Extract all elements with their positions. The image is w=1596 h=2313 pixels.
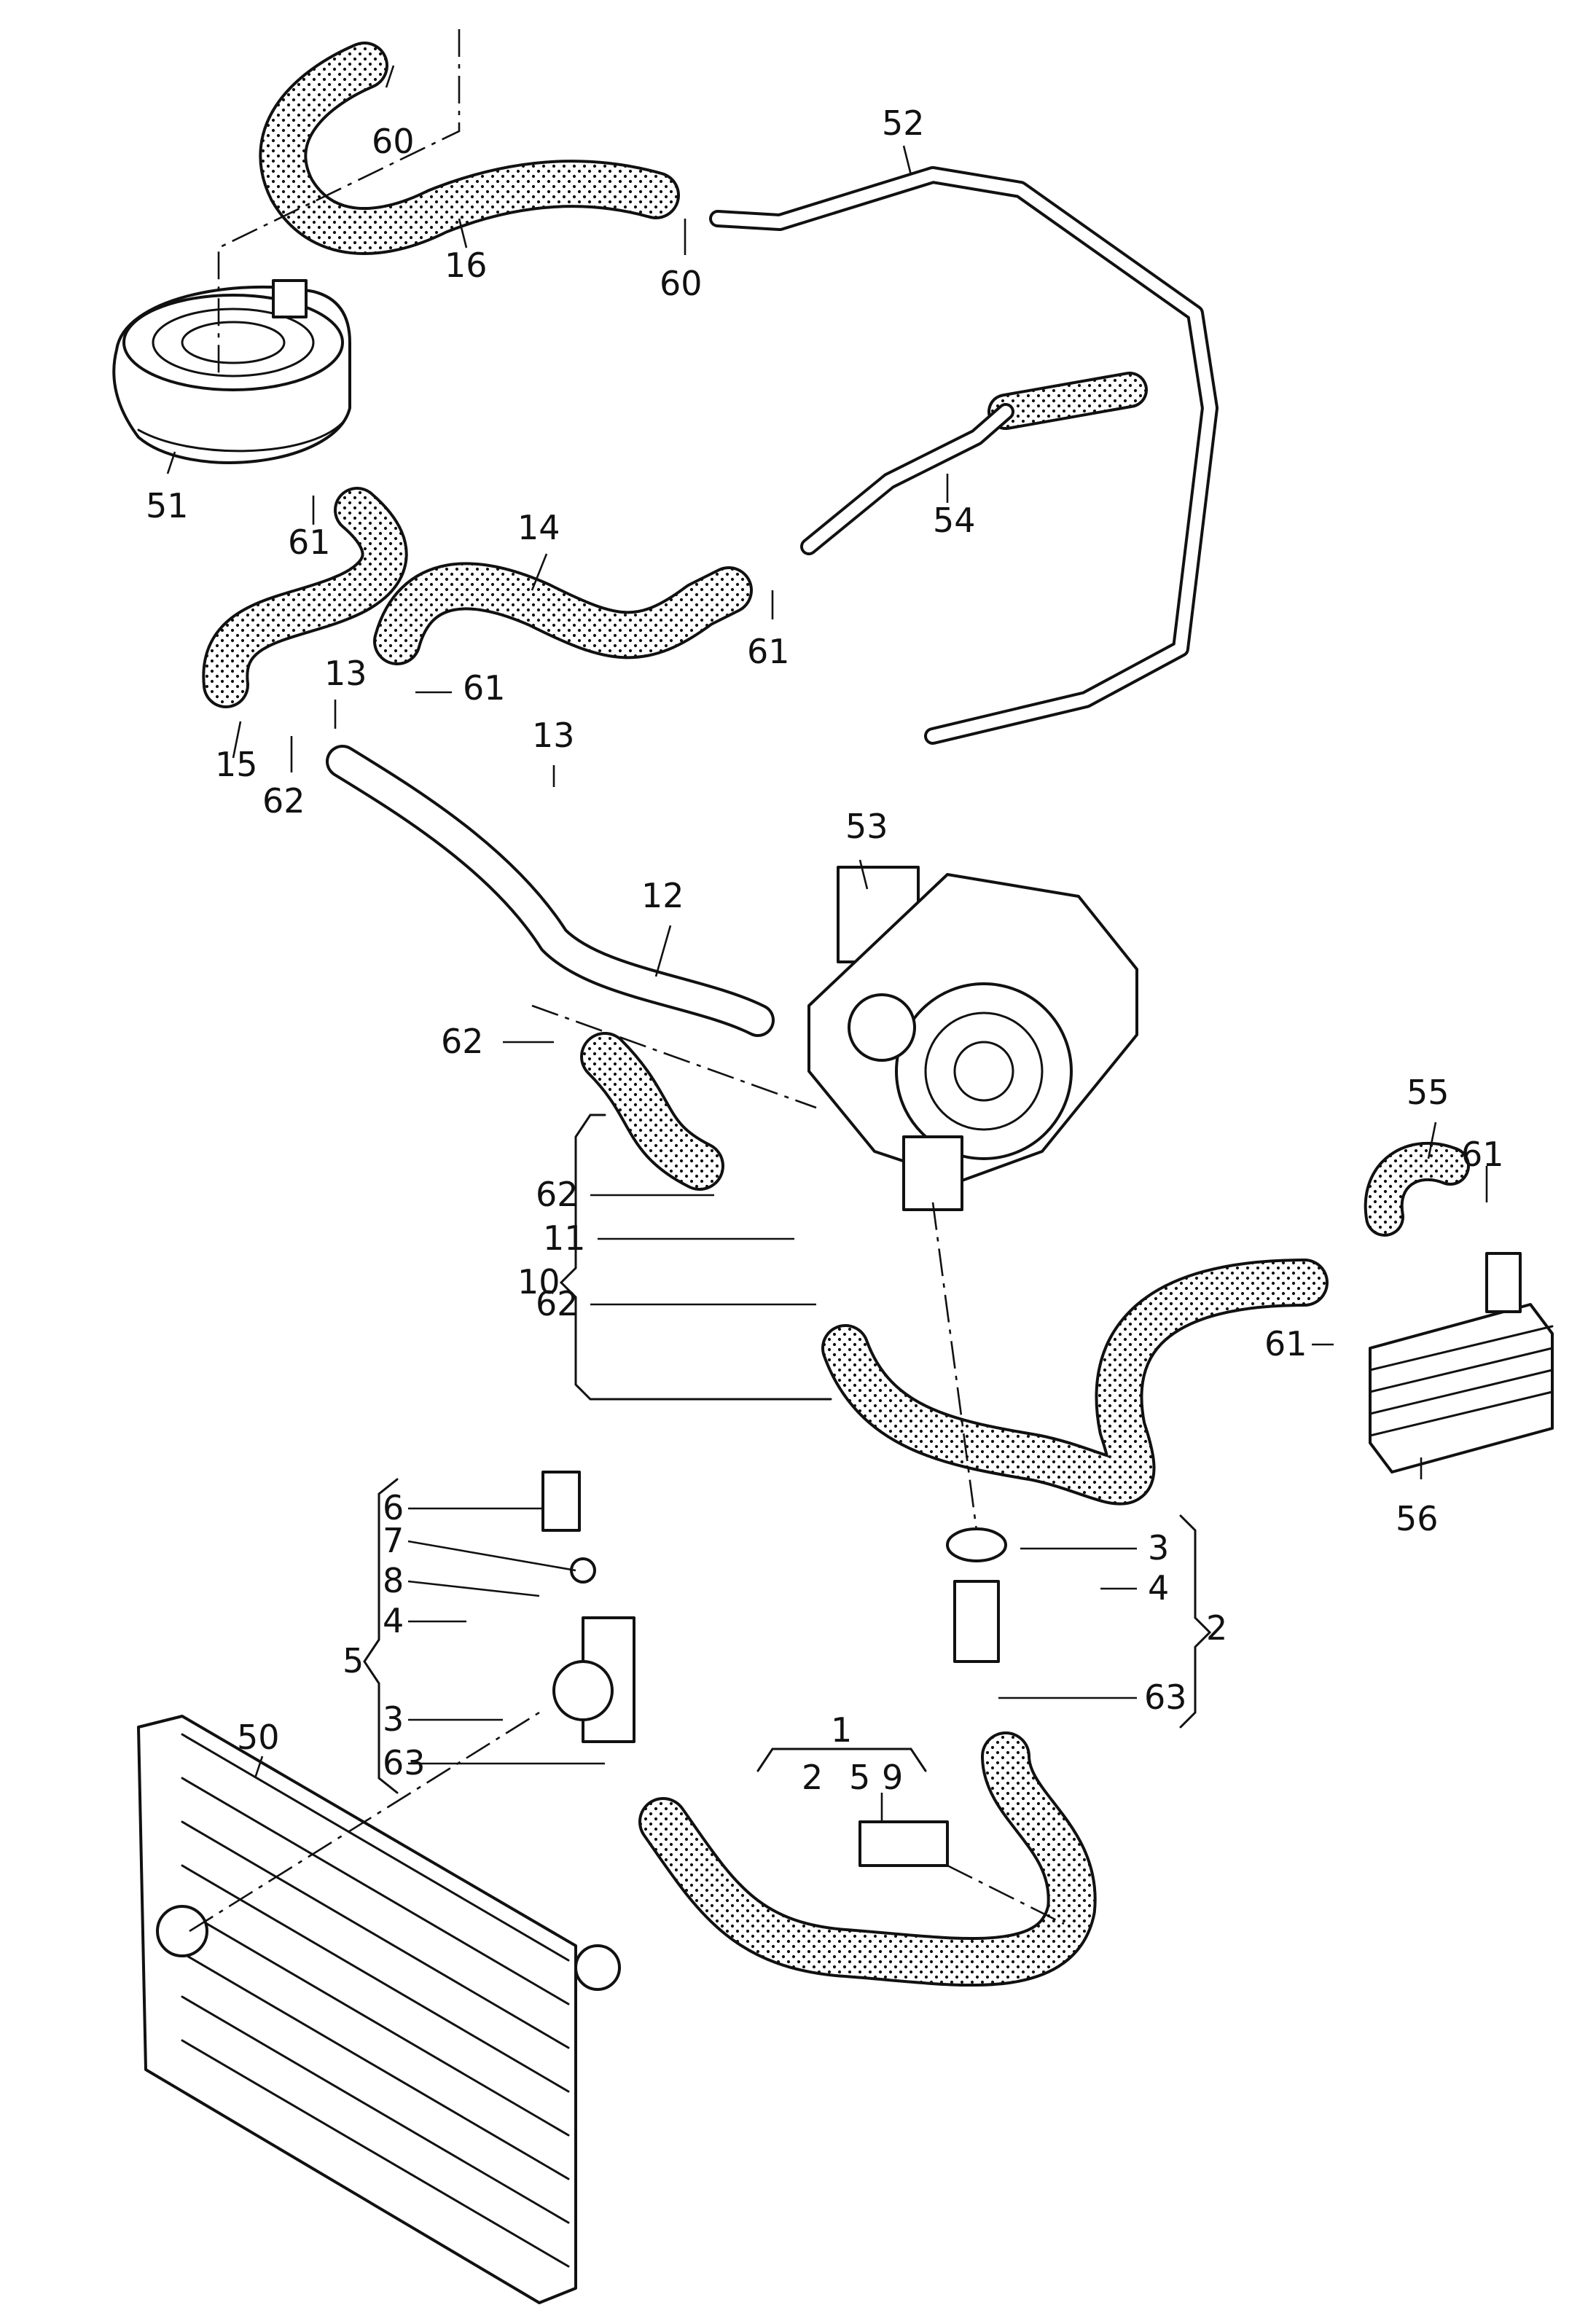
coolant-hose-16 [259,42,680,255]
callout-3: 3 [383,1699,404,1739]
group-bracket-2 [1179,1514,1212,1729]
callout-63: 63 [1144,1678,1187,1717]
callout-13: 13 [532,716,575,755]
group-bracket-1 [756,1748,927,1772]
callout-16: 16 [445,246,488,285]
coolant-flange-5 [552,1616,635,1743]
callout-60: 60 [660,264,703,303]
callout-50: 50 [237,1718,280,1757]
coolant-hose-14 [373,562,753,665]
metal-coolant-line-54 [800,403,1014,555]
callout-7: 7 [383,1521,404,1560]
callout-8: 8 [383,1561,404,1600]
coolant-pipe-12 [326,745,775,1037]
part-callouts: 60 52 16 60 51 61 14 54 61 13 61 15 62 1… [146,103,1504,1797]
coolant-hose-15 [202,487,408,708]
coolant-hose-1 [638,1731,1097,1987]
callout-10: 10 [517,1262,560,1302]
coolant-hose-10-lower [821,1259,1329,1506]
callout-61: 61 [1461,1135,1504,1174]
metal-coolant-line-52 [709,166,1218,745]
callout-1: 1 [831,1710,852,1750]
group-bracket-5 [363,1478,399,1794]
callout-61: 61 [747,632,790,671]
callout-62: 62 [441,1022,484,1061]
leader-lines [166,65,1488,1822]
callout-61: 61 [288,523,331,562]
callout-4: 4 [1148,1568,1169,1608]
callout-2: 2 [1206,1608,1227,1648]
callout-53: 53 [845,807,888,846]
callout-61: 61 [1264,1324,1307,1363]
callout-56: 56 [1396,1499,1439,1538]
callout-13: 13 [324,654,367,693]
callout-60: 60 [372,122,415,161]
callout-63: 63 [383,1743,426,1782]
radiator-50 [137,1715,621,2304]
callout-5: 5 [343,1641,364,1680]
callout-5: 5 [849,1758,870,1797]
callout-62: 62 [262,781,305,821]
callout-2: 2 [802,1758,823,1797]
callout-51: 51 [146,486,189,525]
coolant-hose-10-upper [580,1032,724,1191]
callout-6: 6 [383,1488,404,1527]
hose-holder-9 [858,1820,949,1867]
callout-12: 12 [641,876,684,915]
callout-61: 61 [463,668,506,708]
callout-55: 55 [1407,1073,1450,1112]
callout-3: 3 [1148,1528,1169,1568]
callout-15: 15 [215,745,258,784]
callout-4: 4 [383,1601,404,1640]
callout-14: 14 [517,508,560,547]
coolant-flange-2 [946,1527,1007,1663]
coolant-hose-55 [1364,1141,1470,1237]
expansion-tank-51 [112,279,351,464]
callout-52: 52 [882,103,925,143]
coolant-hose-54-end [987,372,1148,430]
callout-54: 54 [933,501,976,540]
callout-9: 9 [882,1758,903,1797]
callout-62: 62 [536,1175,579,1214]
group-bracket-10 [559,1114,832,1401]
callout-62: 62 [536,1284,579,1323]
callout-11: 11 [543,1218,586,1258]
oil-cooler-56 [1369,1252,1554,1473]
thermostat-housing-53 [807,866,1138,1211]
